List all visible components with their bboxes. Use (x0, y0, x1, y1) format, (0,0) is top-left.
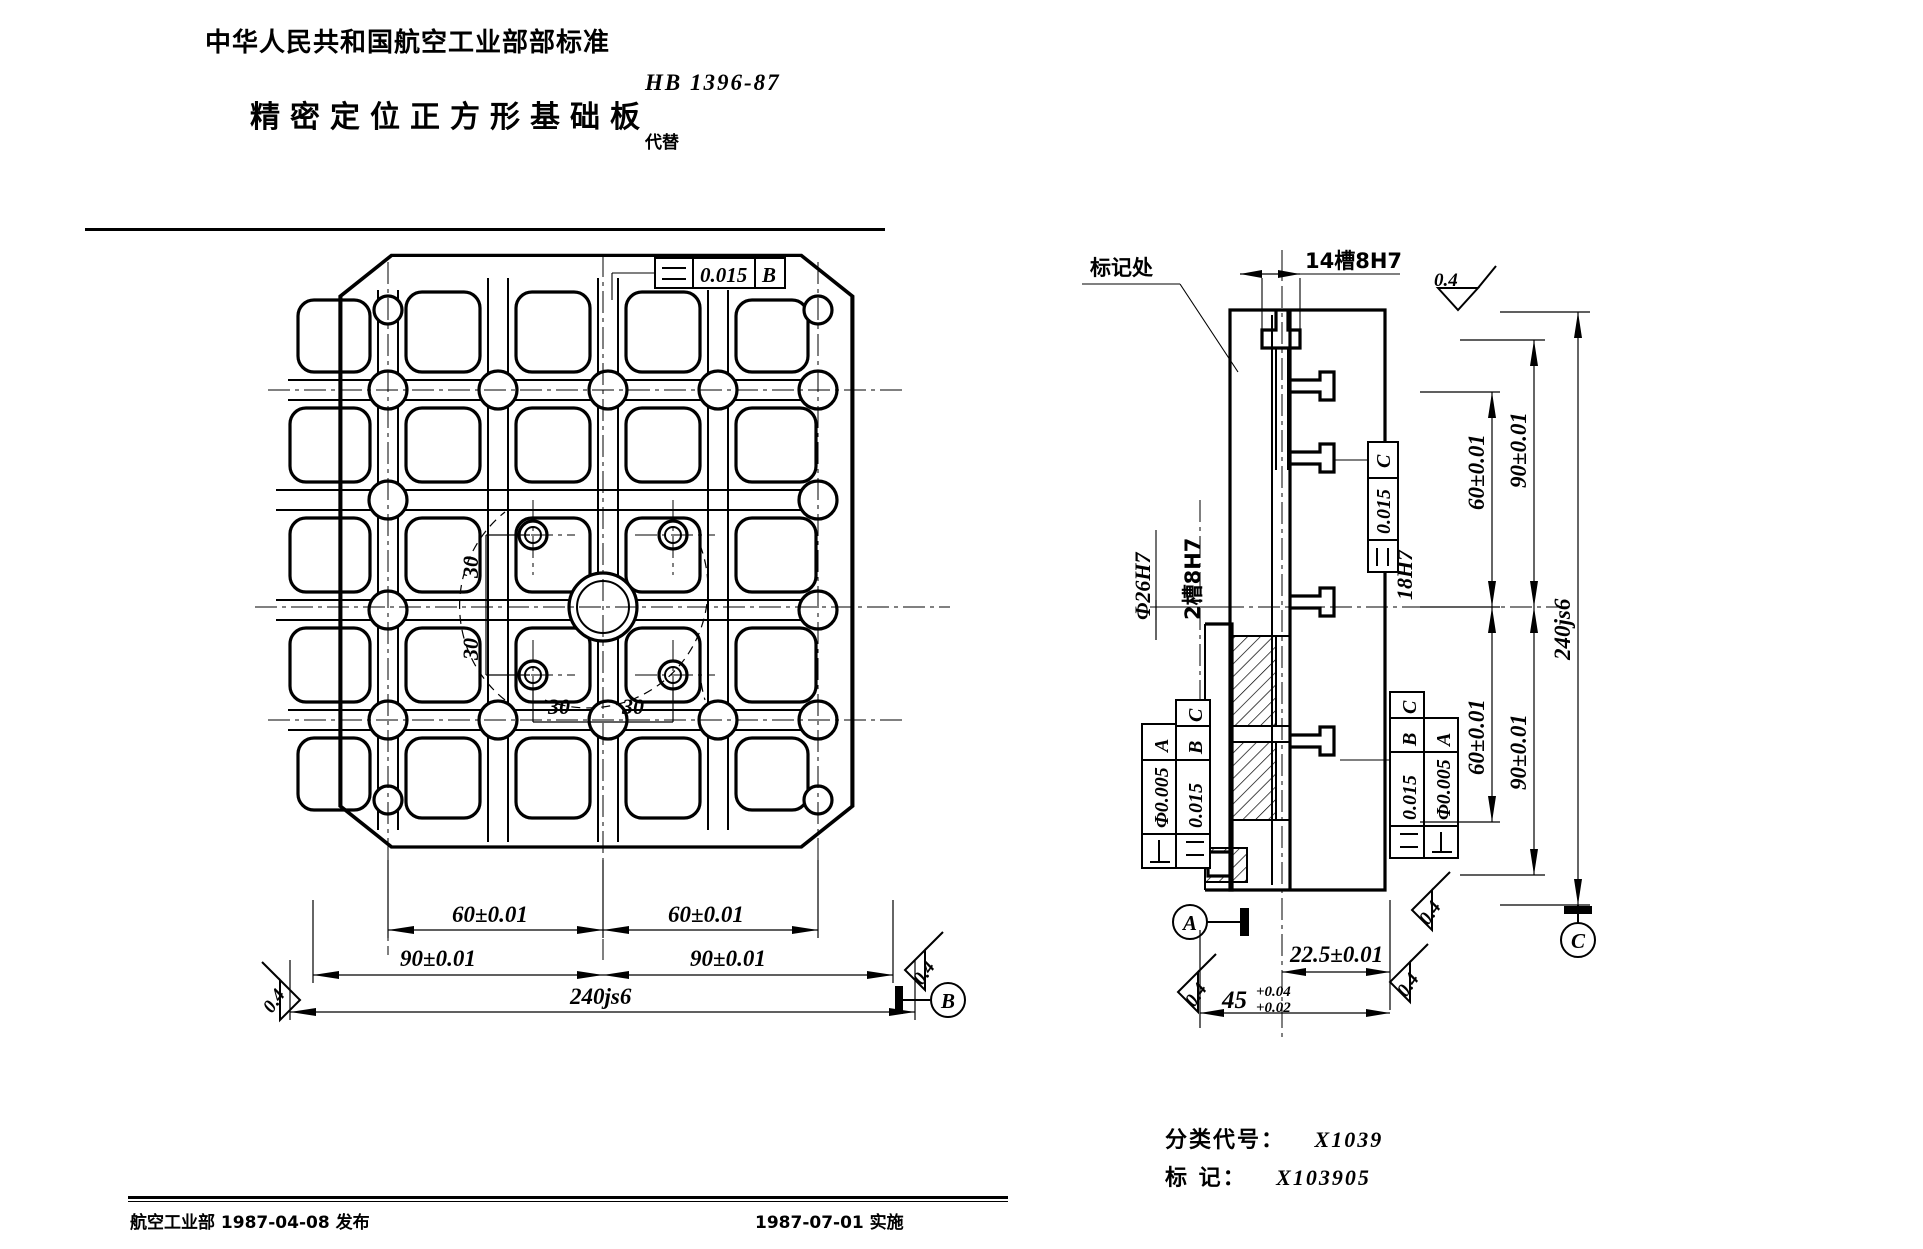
plan-dim-30-a: 30 (458, 556, 483, 579)
section-right-perp-value: Φ0.005 (1433, 759, 1455, 820)
section-finish-bottom-right: 0.4 (1410, 871, 1451, 933)
classification-code-value: X1039 (1314, 1127, 1384, 1152)
section-top-slot (1260, 310, 1302, 470)
section-dim-60-upper: 60±0.01 (1464, 434, 1489, 510)
page-title: 精密定位正方形基础板 (250, 100, 650, 135)
plan-dim-overall: 240js6 (289, 960, 916, 1020)
plan-dim-30-vertical: 30 30 (458, 534, 530, 676)
plan-finish-left-value: 0.4 (259, 985, 290, 1016)
plan-datum-b: B (895, 982, 966, 1018)
section-dim-60: 60±0.01 60±0.01 (1420, 391, 1500, 823)
plan-dim-60: 60±0.01 60±0.01 (387, 860, 819, 938)
section-side-slots (1290, 370, 1336, 757)
standard-org-title: 中华人民共和国航空工业部部标准 (205, 28, 611, 58)
section-marking-note: 标记处 (1082, 256, 1239, 373)
plan-corner-arcs (458, 511, 709, 709)
section-finish-top: 0.4 (1434, 265, 1497, 312)
footer-rule-top (128, 1196, 1008, 1199)
classification-mark-line: 标 记： X103905 (1165, 1160, 1371, 1192)
section-dim-overall: 240js6 (1500, 311, 1590, 906)
section-dim-22-5: 22.5±0.01 (1282, 900, 1391, 1010)
section-slot-note-top: 14槽8H7 (1240, 249, 1402, 330)
section-marking-label: 标记处 (1090, 256, 1153, 280)
plan-vertical-ribs (377, 278, 729, 842)
section-dim-45-lower: +0.02 (1256, 1000, 1291, 1016)
section-slot-note-14: 14槽8H7 (1305, 249, 1402, 273)
plan-finish-right: 0.4 (903, 931, 944, 993)
section-frame-c-value: 0.015 (1373, 489, 1395, 534)
classification-code-label: 分类代号： (1165, 1128, 1286, 1153)
plan-dim-90-left: 90±0.01 (400, 946, 476, 971)
footer-rule-bottom (128, 1201, 1008, 1202)
section-left-perp-value: Φ0.005 (1151, 767, 1173, 828)
plan-pockets (288, 290, 818, 820)
plan-view: 0.015 B 30 30 30 30 (255, 253, 966, 1023)
section-slot-note-18: 18H7 (1392, 549, 1417, 600)
classification-code-line: 分类代号： X1039 (1165, 1122, 1383, 1154)
classification-mark-value: X103905 (1276, 1165, 1371, 1190)
plan-dim-60-left: 60±0.01 (452, 902, 528, 927)
section-left-perp-datum: A (1151, 739, 1173, 754)
section-dim-45-upper: +0.04 (1256, 984, 1291, 1000)
section-frame-c-datum: C (1373, 454, 1395, 468)
section-dim-240: 240js6 (1550, 598, 1575, 661)
plan-horizontal-ribs (276, 379, 830, 731)
section-right-perp-datum: A (1433, 733, 1455, 748)
section-body-outline (1228, 308, 1387, 892)
section-datum-c-label: C (1571, 929, 1586, 953)
section-datum-a: A (1172, 904, 1249, 940)
section-view: 标记处 14槽8H7 0.4 Φ26H7 (1082, 249, 1596, 1040)
plan-datum-b-label: B (940, 989, 955, 1013)
section-left-par-datum-c: C (1185, 708, 1207, 722)
plan-center-lines (255, 255, 950, 960)
section-dim-90-lower: 90±0.01 (1506, 714, 1531, 790)
section-frame-c: C 0.015 (1335, 441, 1399, 573)
classification-mark-label: 标 记： (1165, 1166, 1247, 1191)
footer-effective-info: 1987-07-01 实施 (755, 1213, 904, 1233)
section-dim-22-5-value: 22.5±0.01 (1289, 942, 1383, 967)
section-frames-right: C B 0.015 A Φ0.005 (1340, 691, 1459, 859)
section-finish-bottom-mid: 0.4 (1388, 943, 1429, 1005)
section-right-par-datum-b: B (1399, 733, 1421, 747)
section-bore-note: Φ26H7 (1130, 552, 1155, 620)
plan-dim-30-b: 30 (458, 638, 483, 661)
section-dim-45-value: 45 (1221, 987, 1247, 1014)
plan-dim-30-c: 30 (547, 694, 570, 719)
section-dim-90-upper: 90±0.01 (1506, 412, 1531, 488)
header-rule (85, 228, 885, 231)
section-hatching (1204, 635, 1277, 883)
section-datum-a-label: A (1181, 911, 1197, 935)
plan-dim-90: 90±0.01 90±0.01 (312, 900, 894, 983)
section-dim-45: 45 +0.04 +0.02 (1199, 930, 1390, 1028)
section-finish-bottom-left: 0.4 (1176, 953, 1217, 1015)
section-dim-60-lower: 60±0.01 (1464, 699, 1489, 775)
section-slot-note-2: 2槽8H7 (1181, 538, 1205, 620)
footer-issue-info: 航空工业部 1987-04-08 发布 (130, 1213, 370, 1233)
replaces-label: 代替 (645, 133, 679, 153)
plan-tolerance-frame: 0.015 B (611, 257, 786, 300)
plan-tol-value: 0.015 (700, 263, 747, 287)
section-dim-90: 90±0.01 90±0.01 (1460, 339, 1545, 876)
plan-tol-datum: B (761, 263, 776, 287)
section-datum-c: C (1560, 905, 1596, 958)
section-left-par-value: 0.015 (1185, 783, 1207, 828)
plan-dim-30-horizontal: 30 30 (532, 690, 674, 723)
standard-number: HB 1396-87 (645, 70, 781, 95)
plate-outline (338, 253, 855, 849)
plan-finish-left: 0.4 (259, 961, 302, 1023)
plan-dim-30-d: 30 (621, 694, 644, 719)
section-left-par-datum-b: B (1185, 741, 1207, 755)
section-finish-top-value: 0.4 (1434, 270, 1458, 291)
section-right-par-value: 0.015 (1399, 775, 1421, 820)
plan-dim-60-right: 60±0.01 (668, 902, 744, 927)
section-right-par-datum-c: C (1399, 700, 1421, 714)
plan-dim-240: 240js6 (569, 984, 632, 1009)
plan-dim-90-right: 90±0.01 (690, 946, 766, 971)
section-frames-left: A Φ0.005 C B 0.015 (1141, 699, 1211, 869)
